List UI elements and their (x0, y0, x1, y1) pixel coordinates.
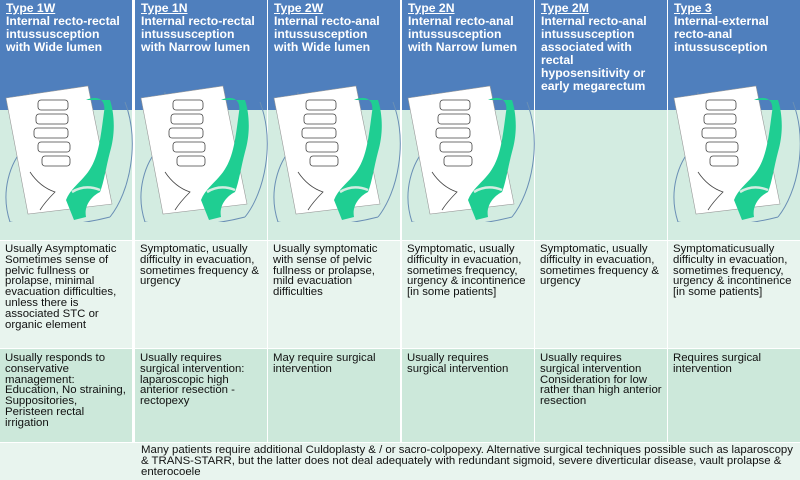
management-cell: May require surgical intervention (268, 348, 400, 442)
type-column: Type 2M Internal recto-anal intussuscept… (535, 0, 668, 442)
symptoms-cell: Symptomatic, usually difficulty in evacu… (402, 240, 534, 348)
type-column: Type 1N Internal recto-rectal intussusce… (135, 0, 268, 442)
type-title: Internal recto-anal intussusception with… (274, 14, 380, 54)
type-label: Type 2N (408, 1, 455, 15)
type-label: Type 1W (6, 1, 56, 15)
type-label: Type 3 (674, 1, 712, 15)
management-cell: Usually requires surgical intervention C… (535, 348, 667, 442)
symptoms-cell: Symptomatic, usually difficulty in evacu… (135, 240, 267, 348)
type-column: Type 3 Internal-external recto-anal intu… (668, 0, 800, 442)
pelvis-rectum-illustration (673, 85, 800, 222)
type-title: Internal recto-anal intussusception with… (408, 14, 518, 54)
management-cell: Usually responds to conservative managem… (0, 348, 132, 442)
footer-row: Many patients require additional Culdopl… (0, 442, 800, 480)
management-cell: Usually requires surgical intervention: … (135, 348, 267, 442)
type-label: Type 2M (541, 1, 589, 15)
management-cell: Requires surgical intervention (668, 348, 800, 442)
type-label: Type 2W (274, 1, 324, 15)
column-header: Type 2M Internal recto-anal intussuscept… (535, 0, 667, 110)
type-title: Internal-external recto-anal intussuscep… (674, 14, 769, 54)
type-column: Type 1W Internal recto-rectal intussusce… (0, 0, 133, 442)
symptoms-cell: Symptomaticusually difficulty in evacuat… (668, 240, 800, 348)
symptoms-cell: Usually Asymptomatic Sometimes sense of … (0, 240, 132, 348)
type-title: Internal recto-anal intussusception asso… (541, 14, 647, 93)
pelvis-rectum-illustration (273, 85, 401, 222)
type-title: Internal recto-rectal intussusception wi… (6, 14, 120, 54)
footer-note: Many patients require additional Culdopl… (141, 444, 793, 478)
symptoms-cell: Usually symptomatic with sense of pelvic… (268, 240, 400, 348)
pelvis-rectum-illustration (5, 85, 133, 222)
illustration-cell (535, 110, 667, 240)
type-column: Type 2W Internal recto-anal intussuscept… (268, 0, 401, 442)
pelvis-rectum-illustration (407, 85, 535, 222)
type-label: Type 1N (141, 1, 188, 15)
type-title: Internal recto-rectal intussusception wi… (141, 14, 255, 54)
management-cell: Usually requires surgical intervention (402, 348, 534, 442)
column-header: Type 1N Internal recto-rectal intussusce… (135, 0, 267, 110)
symptoms-cell: Symptomatic, usually difficulty in evacu… (535, 240, 667, 348)
pelvis-rectum-illustration (140, 85, 268, 222)
type-column: Type 2N Internal recto-anal intussuscept… (402, 0, 535, 442)
